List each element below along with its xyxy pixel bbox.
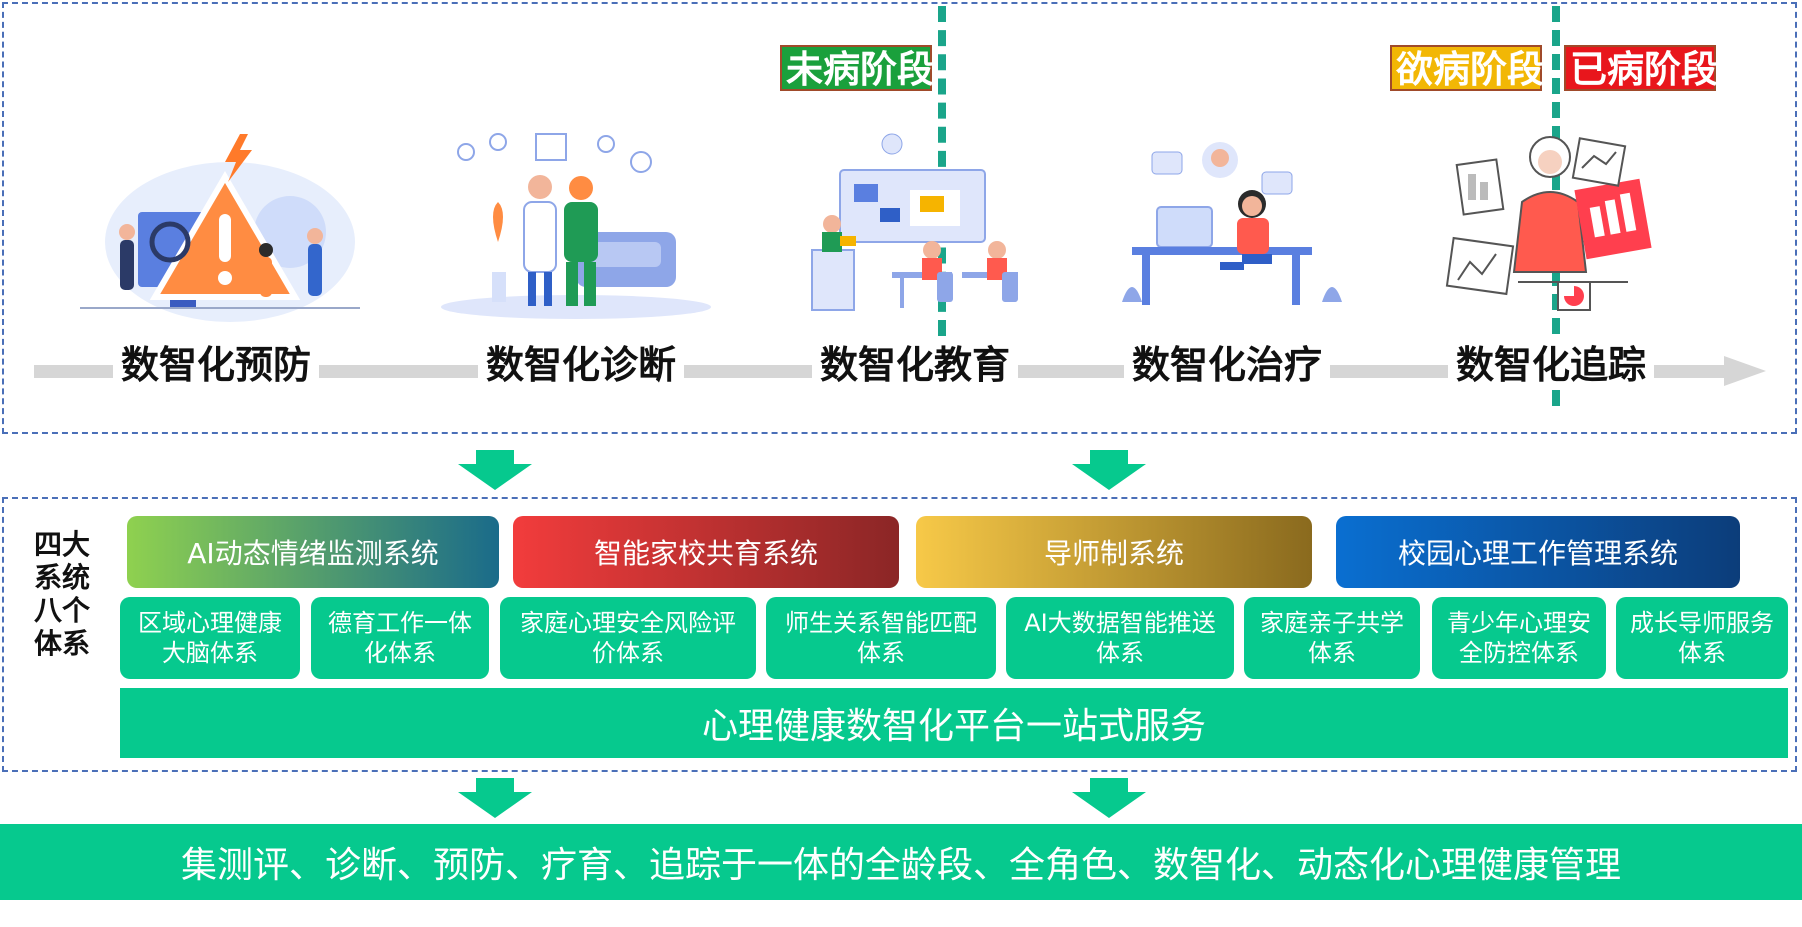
system-home-school: 智能家校共育系统 xyxy=(513,516,899,588)
phase-label: 已病阶段 xyxy=(1570,48,1718,91)
stage-label-prevention: 数智化预防 xyxy=(113,340,320,390)
subsystem-line: 家庭亲子共学 xyxy=(1260,609,1404,637)
platform-label: 心理健康数智化平台一站式服务 xyxy=(701,706,1206,747)
subsystem-line: 体系 xyxy=(1308,639,1356,667)
stages-panel xyxy=(2,2,1797,434)
subsystem-line: 家庭心理安全风险评 xyxy=(520,609,736,637)
stage-label-diagnosis: 数智化诊断 xyxy=(478,340,685,390)
phase-badge-yibing: 已病阶段 xyxy=(1564,45,1718,91)
subsystem-line: 体系 xyxy=(1678,639,1726,667)
system-label: 校园心理工作管理系统 xyxy=(1397,537,1678,570)
subsystem-line: 成长导师服务 xyxy=(1630,609,1774,637)
subsystem-line: 化体系 xyxy=(364,639,436,667)
phase-badge-weibing: 未病阶段 xyxy=(780,45,934,91)
subsystem-line: AI大数据智能推送 xyxy=(1024,609,1216,637)
subsystem-line: 区域心理健康 xyxy=(138,609,282,637)
summary-text: 集测评、诊断、预防、疗育、追踪于一体的全龄段、全角色、数智化、动态化心理健康管理 xyxy=(180,845,1621,886)
counseling-illustration-icon xyxy=(1122,142,1342,305)
subsystem-line: 青少年心理安 xyxy=(1447,609,1591,637)
subsystem-box: 青少年心理安全防控体系 xyxy=(1432,597,1606,679)
subsystem-line: 大脑体系 xyxy=(162,639,258,667)
phase-label: 欲病阶段 xyxy=(1396,48,1544,91)
subsystem-box: 德育工作一体化体系 xyxy=(311,597,489,679)
summary-banner: 集测评、诊断、预防、疗育、追踪于一体的全龄段、全角色、数智化、动态化心理健康管理 xyxy=(0,824,1802,900)
subsystem-line: 全防控体系 xyxy=(1459,639,1579,667)
phase-badge-yubing: 欲病阶段 xyxy=(1390,45,1544,91)
down-arrow-icon xyxy=(1072,450,1146,490)
platform-banner: 心理健康数智化平台一站式服务 xyxy=(120,688,1788,758)
subsystem-line: 价体系 xyxy=(592,639,664,667)
subsystem-box: 区域心理健康大脑体系 xyxy=(120,597,300,679)
down-arrow-icon xyxy=(458,778,532,818)
down-arrow-icon xyxy=(1072,778,1146,818)
system-label: 智能家校共育系统 xyxy=(593,537,818,570)
system-label: 导师制系统 xyxy=(1043,537,1184,570)
data-tracking-illustration-icon xyxy=(1445,136,1652,311)
stage-label-education: 数智化教育 xyxy=(812,340,1019,390)
subsystem-box: 家庭心理安全风险评价体系 xyxy=(500,597,756,679)
system-mentor: 导师制系统 xyxy=(916,516,1312,588)
down-arrow-icon xyxy=(458,450,532,490)
subsystem-line: 师生关系智能匹配 xyxy=(785,609,977,637)
system-emotion-monitoring: AI动态情绪监测系统 xyxy=(127,516,499,588)
stage-label-tracking: 数智化追踪 xyxy=(1448,340,1655,390)
subsystem-box: 成长导师服务体系 xyxy=(1616,597,1788,679)
four-systems-label: 四大 系统 八个 体系 xyxy=(34,528,102,660)
system-campus-management: 校园心理工作管理系统 xyxy=(1336,516,1740,588)
classroom-illustration-icon xyxy=(811,133,1018,311)
system-label: AI动态情绪监测系统 xyxy=(187,537,439,570)
phase-label: 未病阶段 xyxy=(786,48,934,91)
four-systems-label-line: 系统 xyxy=(34,561,91,594)
subsystem-box: 家庭亲子共学体系 xyxy=(1244,597,1420,679)
stage-label-treatment: 数智化治疗 xyxy=(1124,340,1331,390)
subsystem-line: 德育工作一体 xyxy=(328,609,472,637)
systems-panel xyxy=(2,497,1797,772)
four-systems-label-line: 四大 xyxy=(34,528,91,561)
subsystem-box: AI大数据智能推送体系 xyxy=(1006,597,1234,679)
subsystem-line: 体系 xyxy=(1096,639,1144,667)
warning-illustration-icon xyxy=(80,134,360,322)
subsystem-line: 体系 xyxy=(857,639,905,667)
four-systems-label-line: 体系 xyxy=(34,627,91,660)
four-systems-label-line: 八个 xyxy=(34,594,91,627)
doctor-patient-illustration-icon xyxy=(441,133,711,319)
subsystem-box: 师生关系智能匹配体系 xyxy=(766,597,996,679)
